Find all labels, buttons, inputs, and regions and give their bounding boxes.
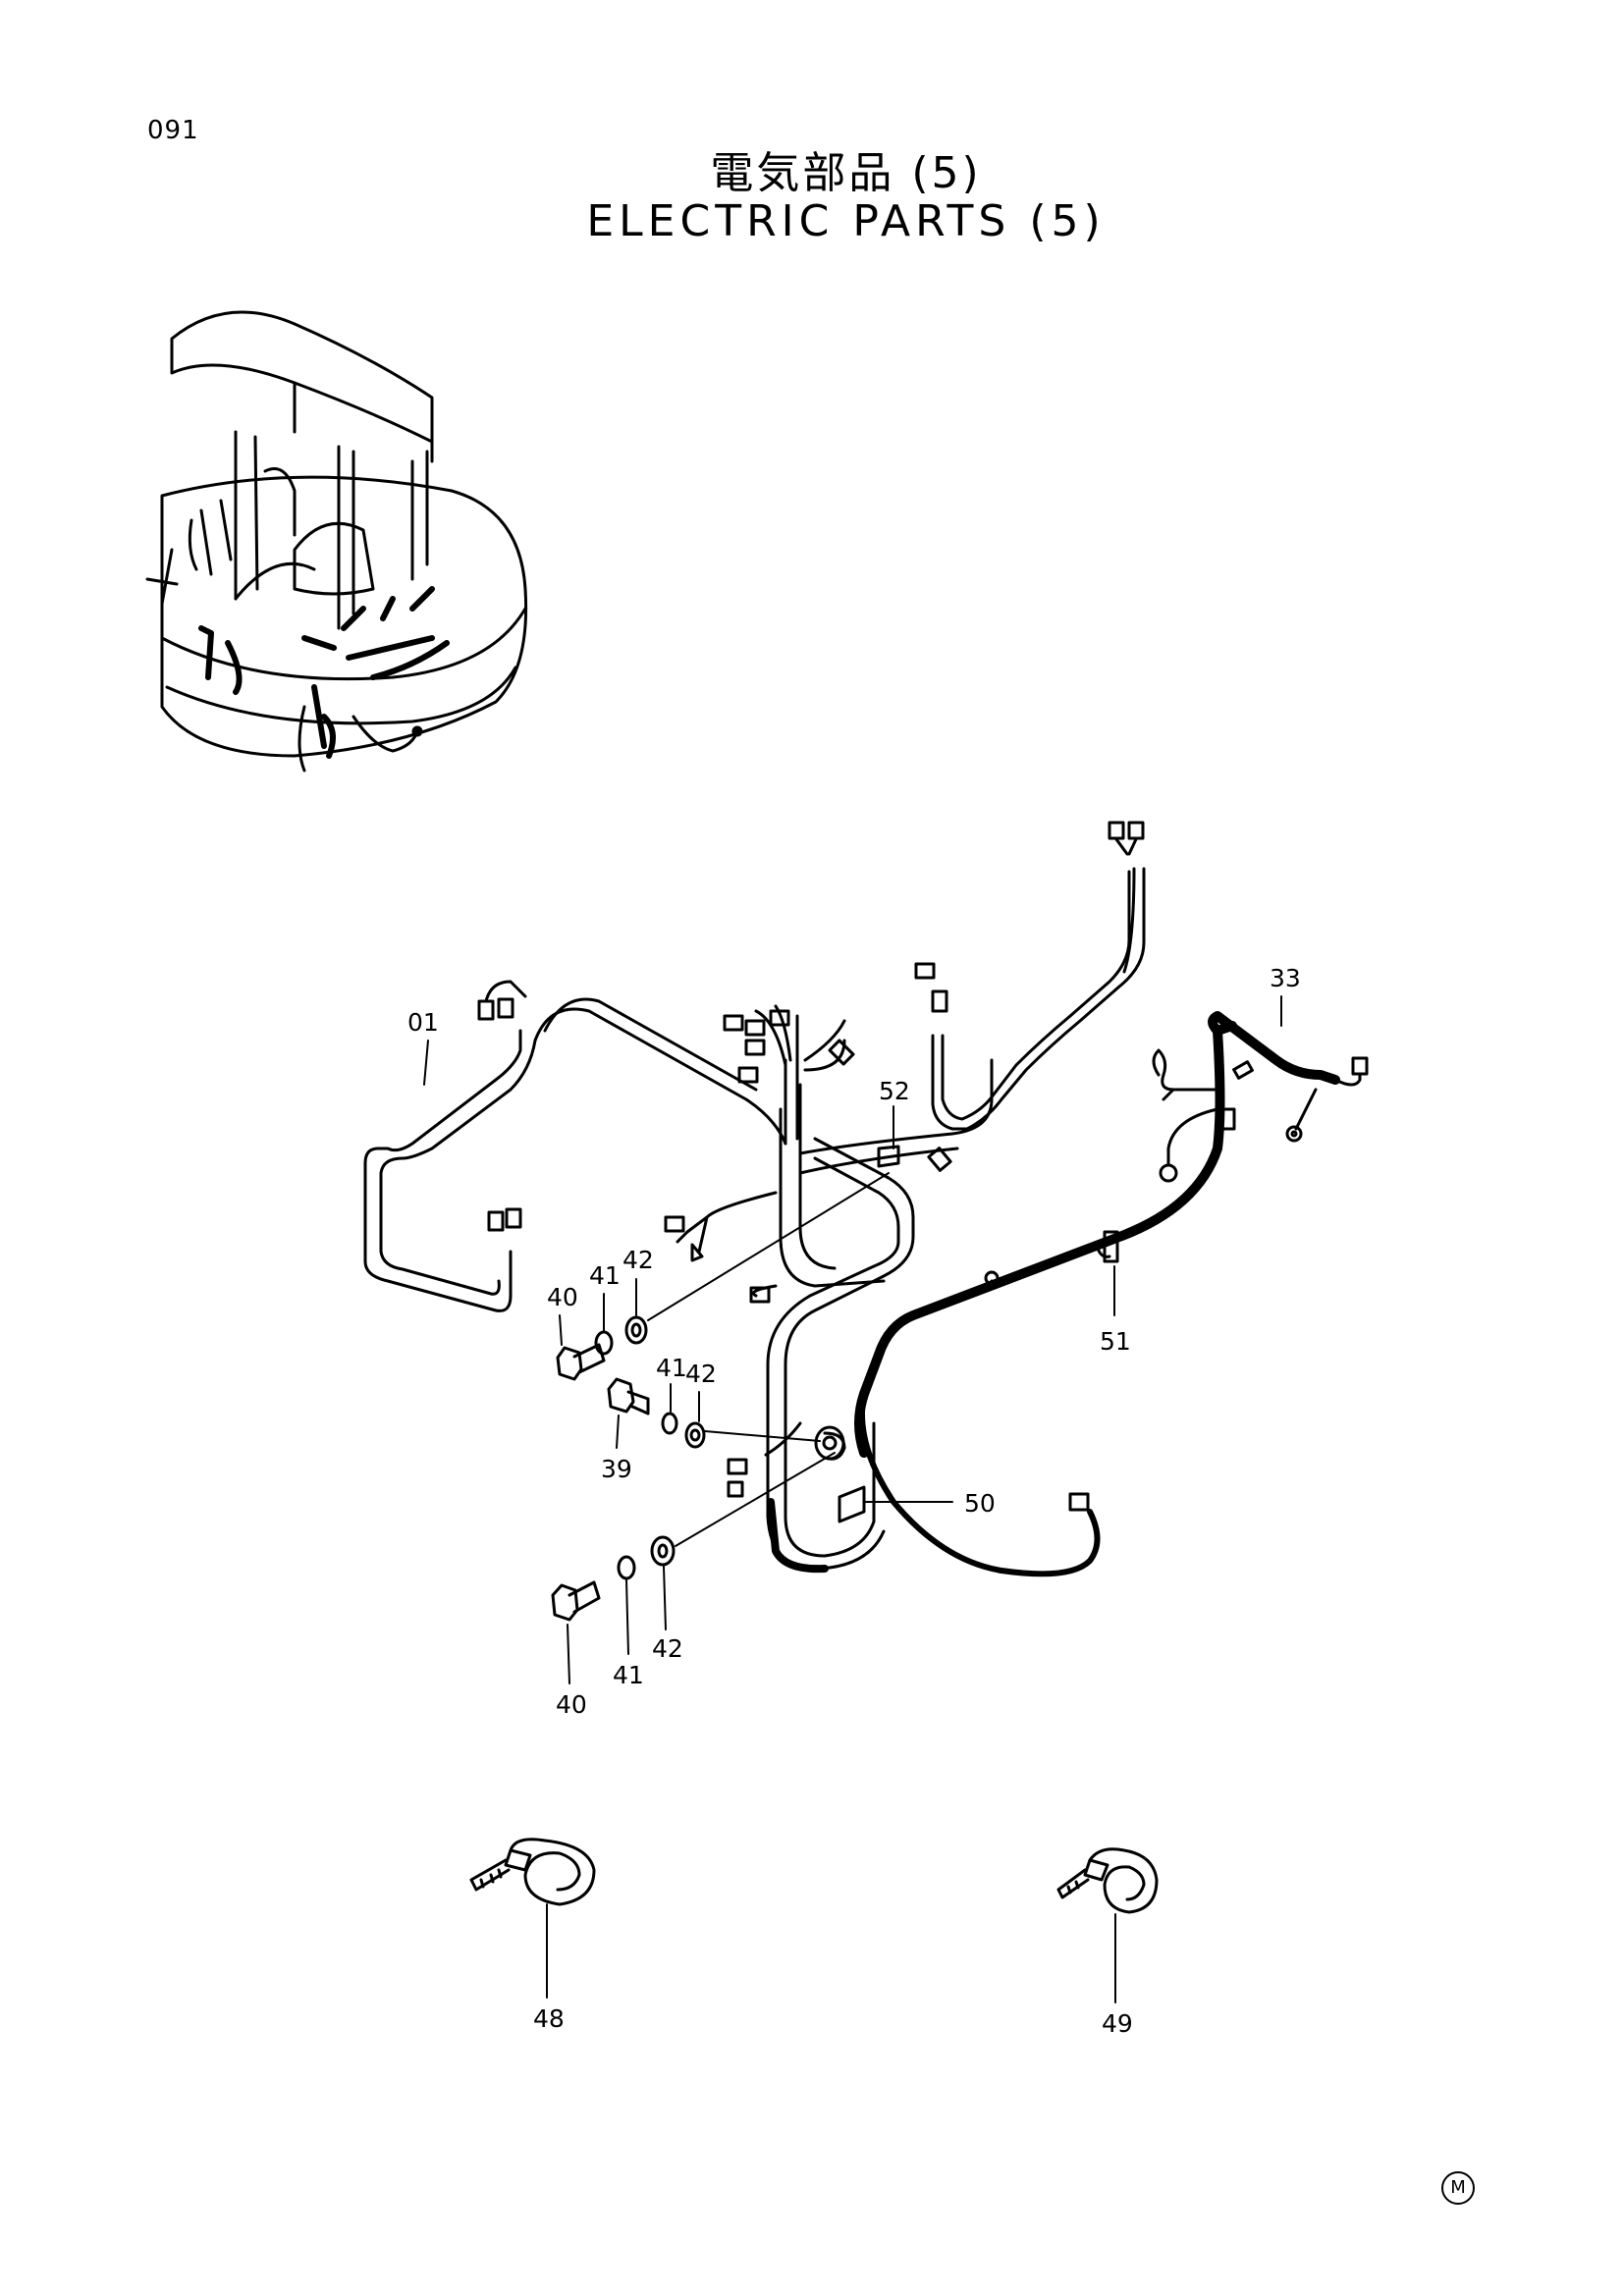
page-number: 091 xyxy=(147,116,199,145)
callout-42-lower: 42 xyxy=(652,1634,683,1663)
callout-01: 01 xyxy=(407,1008,439,1037)
cable-tie-49 xyxy=(1056,1847,1159,1914)
assembly-lines xyxy=(647,1172,890,1547)
leader-lines xyxy=(423,995,1282,2003)
callout-labels: 01 33 52 51 50 40 41 42 41 42 39 40 41 4… xyxy=(407,964,1301,2038)
callout-42-middle: 42 xyxy=(685,1360,717,1388)
callout-39: 39 xyxy=(601,1455,632,1483)
callout-41-middle: 41 xyxy=(656,1354,687,1382)
title-english: ELECTRIC PARTS (5) xyxy=(586,196,1106,246)
callout-41-lower: 41 xyxy=(613,1661,644,1689)
title-japanese: 電気部品 (5) xyxy=(710,148,982,198)
main-harness-01 xyxy=(363,867,1146,1574)
clamps xyxy=(822,1145,1119,1523)
callout-33: 33 xyxy=(1270,964,1301,992)
callout-50: 50 xyxy=(964,1489,996,1518)
callout-51: 51 xyxy=(1100,1327,1131,1356)
callout-42-upper: 42 xyxy=(622,1246,654,1274)
machine-overview-illustration xyxy=(145,310,528,773)
harness-01-connectors xyxy=(477,962,952,1498)
callout-40-upper: 40 xyxy=(547,1283,578,1311)
callout-48: 48 xyxy=(533,2004,565,2033)
callout-40-lower: 40 xyxy=(556,1690,587,1719)
corner-mark-circled-m: M xyxy=(1441,2171,1475,2205)
cable-tie-48 xyxy=(469,1838,596,1906)
callout-52: 52 xyxy=(879,1077,910,1105)
callout-49: 49 xyxy=(1102,2009,1133,2038)
harness-33 xyxy=(854,821,1369,1577)
callout-41-upper: 41 xyxy=(589,1261,621,1290)
